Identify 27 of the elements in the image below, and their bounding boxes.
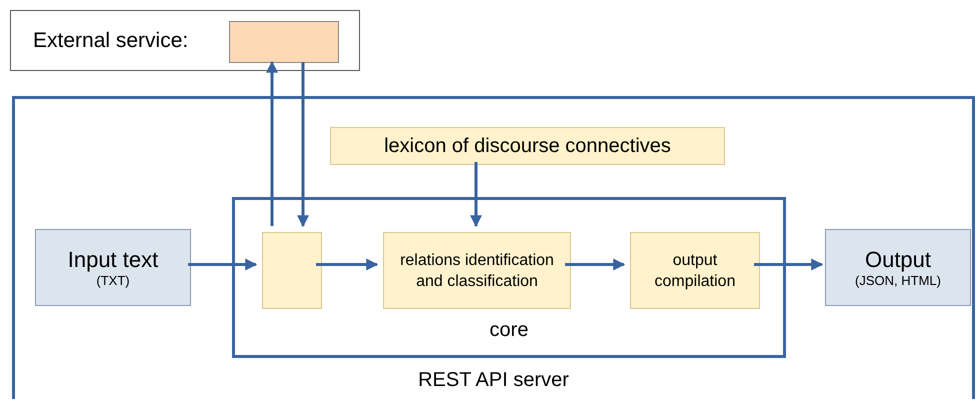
process-box [630, 232, 760, 309]
arrow [754, 258, 824, 270]
format-note: (JSON, HTML) [855, 273, 941, 288]
box-label: External service: [33, 28, 188, 54]
output-box [825, 229, 971, 306]
frame-label: REST API server [417, 368, 570, 393]
core-frame [232, 197, 786, 358]
arrow [297, 62, 309, 228]
box-label: relations identification and classification [399, 250, 555, 292]
server-frame [12, 96, 975, 399]
arrow [188, 258, 258, 270]
input-box [35, 229, 191, 306]
box-label: output compilation [654, 250, 736, 292]
arrow [316, 258, 378, 270]
arrow [565, 258, 626, 270]
arrow [266, 60, 278, 226]
frame-label: core [488, 318, 530, 343]
process-box [383, 232, 571, 309]
service-box [229, 21, 339, 63]
arrow [470, 162, 482, 228]
process-box [262, 232, 322, 309]
format-note: (TXT) [96, 273, 130, 288]
service-box [10, 10, 360, 71]
box-label: Input text [68, 247, 158, 273]
box-label: lexicon of discourse connectives [384, 134, 671, 159]
box-label: Output [864, 247, 932, 273]
lexicon-box [330, 127, 725, 165]
